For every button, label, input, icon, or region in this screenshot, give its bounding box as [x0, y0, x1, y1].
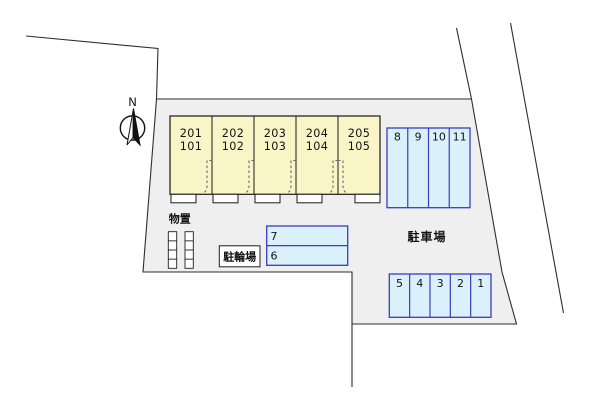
- parking-stalls-1-5: [388, 273, 492, 318]
- storage-area: 物置: [167, 212, 194, 269]
- unit-upper-number: 204: [306, 127, 329, 140]
- compass: N: [119, 95, 146, 147]
- storage-label: 物置: [169, 212, 191, 226]
- parking-lot-label: 駐車場: [407, 229, 446, 244]
- building-footprint: [169, 115, 381, 195]
- entry-marker: [328, 159, 338, 195]
- unit-upper-number: 202: [222, 127, 245, 140]
- porch: [254, 193, 281, 204]
- storage-shed-column: [184, 231, 194, 269]
- road-line-east-inner: [455, 27, 473, 100]
- bicycle-parking: 駐輪場: [218, 245, 261, 268]
- compass-needle-black: [132, 108, 141, 147]
- unit-lower-number: 105: [348, 140, 371, 153]
- stall-number: 2: [457, 277, 464, 290]
- unit-lower-number: 101: [180, 140, 203, 153]
- stall-number: 3: [437, 277, 444, 290]
- porch: [212, 193, 239, 204]
- building: 201 101 202 102 203 103 204 104 205 105: [169, 115, 381, 204]
- unit-lower-number: 104: [306, 140, 329, 153]
- unit-lower-number: 103: [264, 140, 287, 153]
- parking-row-bottom: 5 4 3 2 1: [388, 273, 492, 318]
- stall-number: 8: [394, 131, 401, 144]
- porch: [354, 193, 381, 204]
- parking-stack-middle: 7 6: [266, 225, 349, 266]
- storage-shed-column: [167, 231, 178, 269]
- entry-marker: [202, 159, 212, 195]
- stall-number: 11: [453, 131, 467, 144]
- unit-lower-number: 102: [222, 140, 245, 153]
- unit-label-204-104: 204 104: [306, 127, 329, 153]
- parking-row-top: 8 9 10 11: [386, 127, 471, 209]
- bicycle-parking-box: [218, 245, 261, 268]
- unit-label-203-103: 203 103: [264, 127, 287, 153]
- compass-north-label: N: [128, 95, 137, 109]
- boundary-line-northwest: [25, 35, 159, 100]
- entry-marker: [286, 159, 296, 195]
- unit-upper-number: 201: [180, 127, 203, 140]
- entry-marker: [244, 159, 254, 195]
- stall-number: 6: [271, 250, 278, 263]
- road-line-east-outer: [509, 22, 565, 314]
- stall-number: 9: [415, 131, 422, 144]
- unit-label-201-101: 201 101: [180, 127, 203, 153]
- stall-number: 10: [432, 131, 446, 144]
- porch: [170, 193, 197, 204]
- bicycle-parking-label: 駐輪場: [223, 249, 256, 263]
- stall-number: 1: [477, 277, 484, 290]
- entry-marker: [338, 159, 348, 195]
- stall-number: 7: [271, 230, 278, 243]
- unit-upper-number: 205: [348, 127, 371, 140]
- stall-number: 5: [396, 277, 403, 290]
- unit-upper-number: 203: [264, 127, 287, 140]
- stall-number: 4: [416, 277, 423, 290]
- unit-label-205-105: 205 105: [348, 127, 371, 153]
- porch: [296, 193, 323, 204]
- unit-label-202-102: 202 102: [222, 127, 245, 153]
